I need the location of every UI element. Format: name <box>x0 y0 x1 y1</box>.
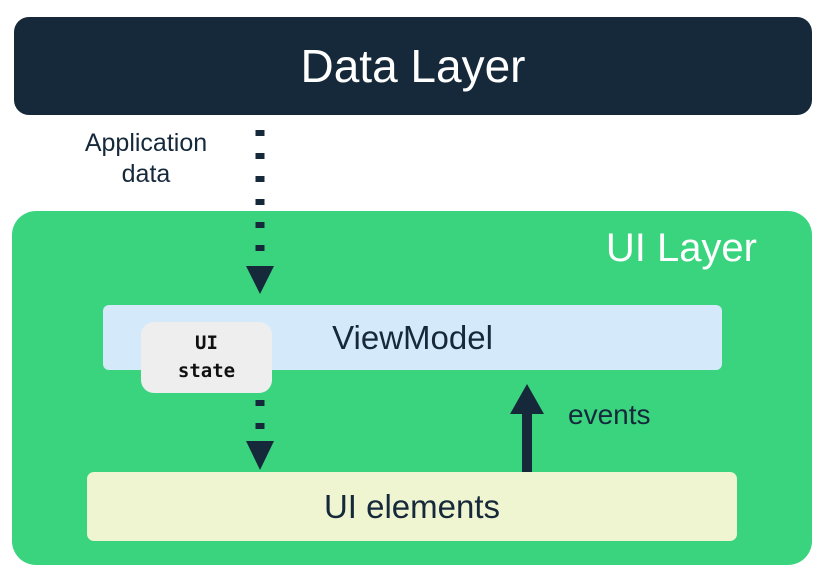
ui-state-chip-line1: UI <box>195 331 218 354</box>
events-label: events <box>568 399 651 430</box>
application-data-label-line2: data <box>121 159 171 188</box>
ui-state-chip-line2: state <box>177 359 236 382</box>
ui-elements-box <box>87 472 737 541</box>
ui-elements-label: UI elements <box>323 487 501 525</box>
data-layer-box: Data Layer <box>14 17 812 115</box>
application-data-label-line1: Application <box>84 129 208 157</box>
viewmodel-label: ViewModel <box>332 318 493 356</box>
ui-state-chip: UI state <box>141 322 272 393</box>
data-layer-title: Data Layer <box>300 40 526 92</box>
application-data-label: Application data <box>52 128 240 189</box>
ui-layer-title: UI Layer <box>605 226 757 270</box>
